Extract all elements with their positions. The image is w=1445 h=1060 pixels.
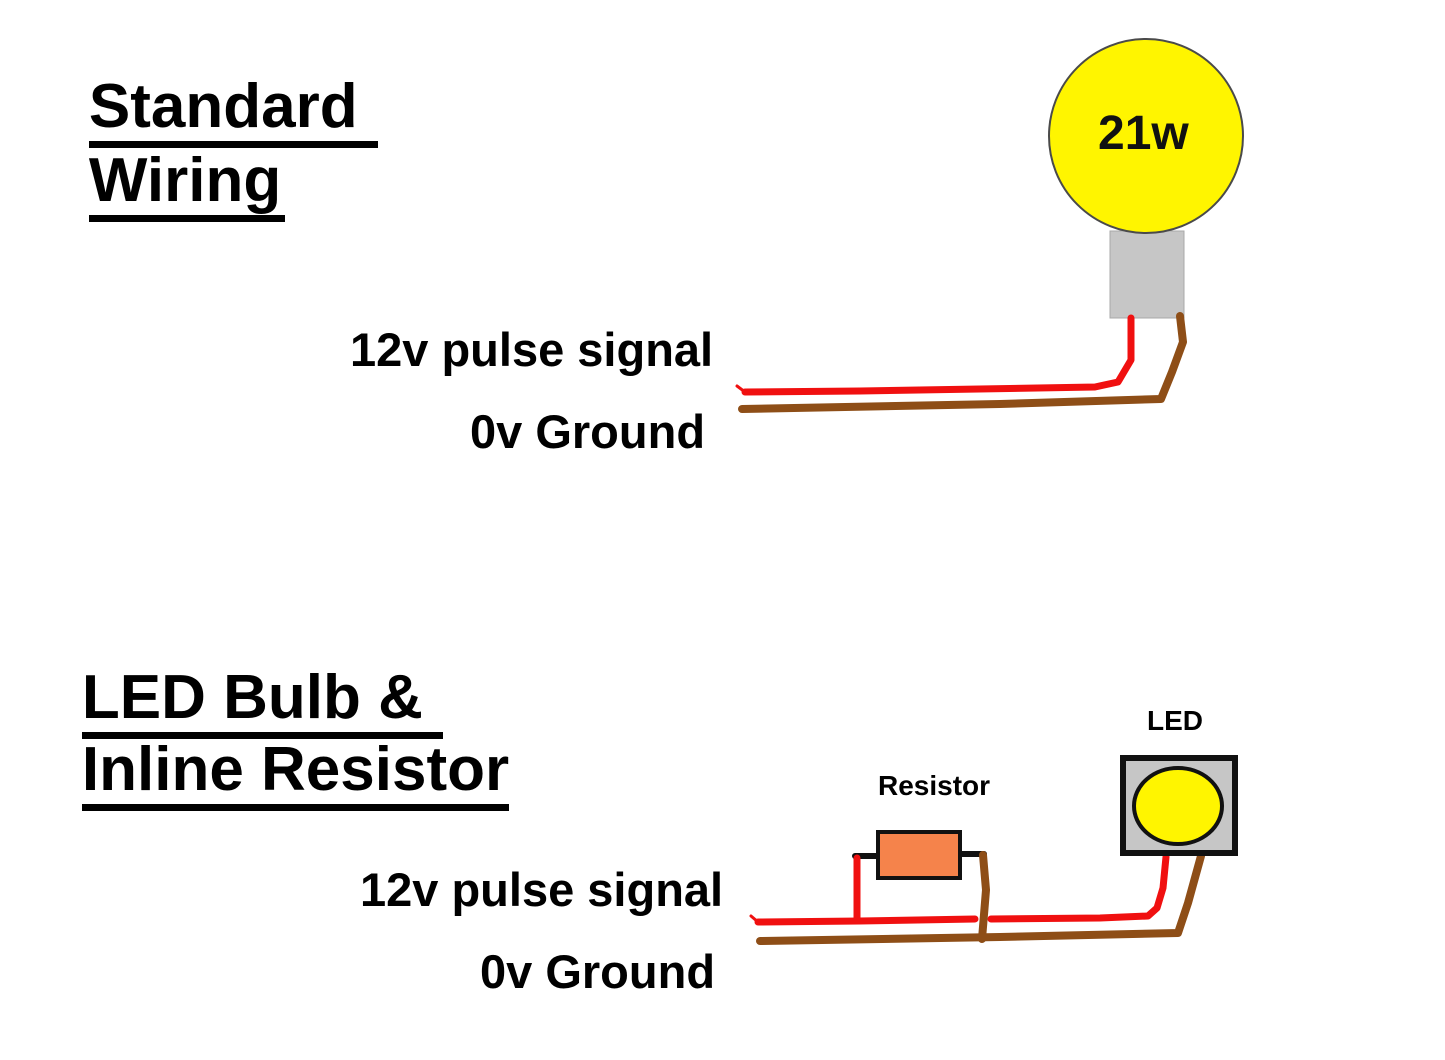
led-signal-wire-right bbox=[987, 853, 1170, 923]
standard-ground-wire-label: 0v Ground bbox=[470, 405, 706, 458]
resistor-label: Resistor bbox=[878, 770, 991, 801]
bulb-glass-shape bbox=[1048, 38, 1244, 234]
standard-wiring-title-line2: Wiring bbox=[20, 88, 286, 284]
led-wiring-title-line2: Inline Resistor bbox=[13, 677, 510, 873]
resistor-ground-drop-wire bbox=[978, 851, 990, 943]
standard-signal-wire-end-tick bbox=[735, 384, 747, 394]
standard-ground-wire bbox=[738, 312, 1187, 413]
led-package-group bbox=[1120, 755, 1238, 856]
led-ground-wire-label: 0v Ground bbox=[480, 945, 716, 998]
led-dome-shape bbox=[1132, 766, 1224, 846]
resistor-body-shape bbox=[876, 830, 962, 880]
led-signal-wire-left bbox=[754, 915, 979, 926]
bulb-wattage-label: 21w bbox=[1098, 107, 1189, 160]
led-signal-wire-end-tick bbox=[749, 914, 760, 924]
led-label: LED bbox=[1147, 705, 1203, 736]
bulb-base-shape bbox=[1109, 230, 1185, 319]
led-ground-wire bbox=[756, 852, 1205, 945]
led-signal-wire-label: 12v pulse signal bbox=[360, 863, 724, 916]
standard-signal-wire-label: 12v pulse signal bbox=[350, 323, 714, 376]
standard-signal-wire bbox=[741, 314, 1135, 396]
standard-wiring-title-line1: Standard bbox=[20, 14, 378, 210]
led-wiring-title-line1: LED Bulb & bbox=[13, 605, 443, 801]
standard-bulb-group bbox=[1048, 38, 1244, 319]
